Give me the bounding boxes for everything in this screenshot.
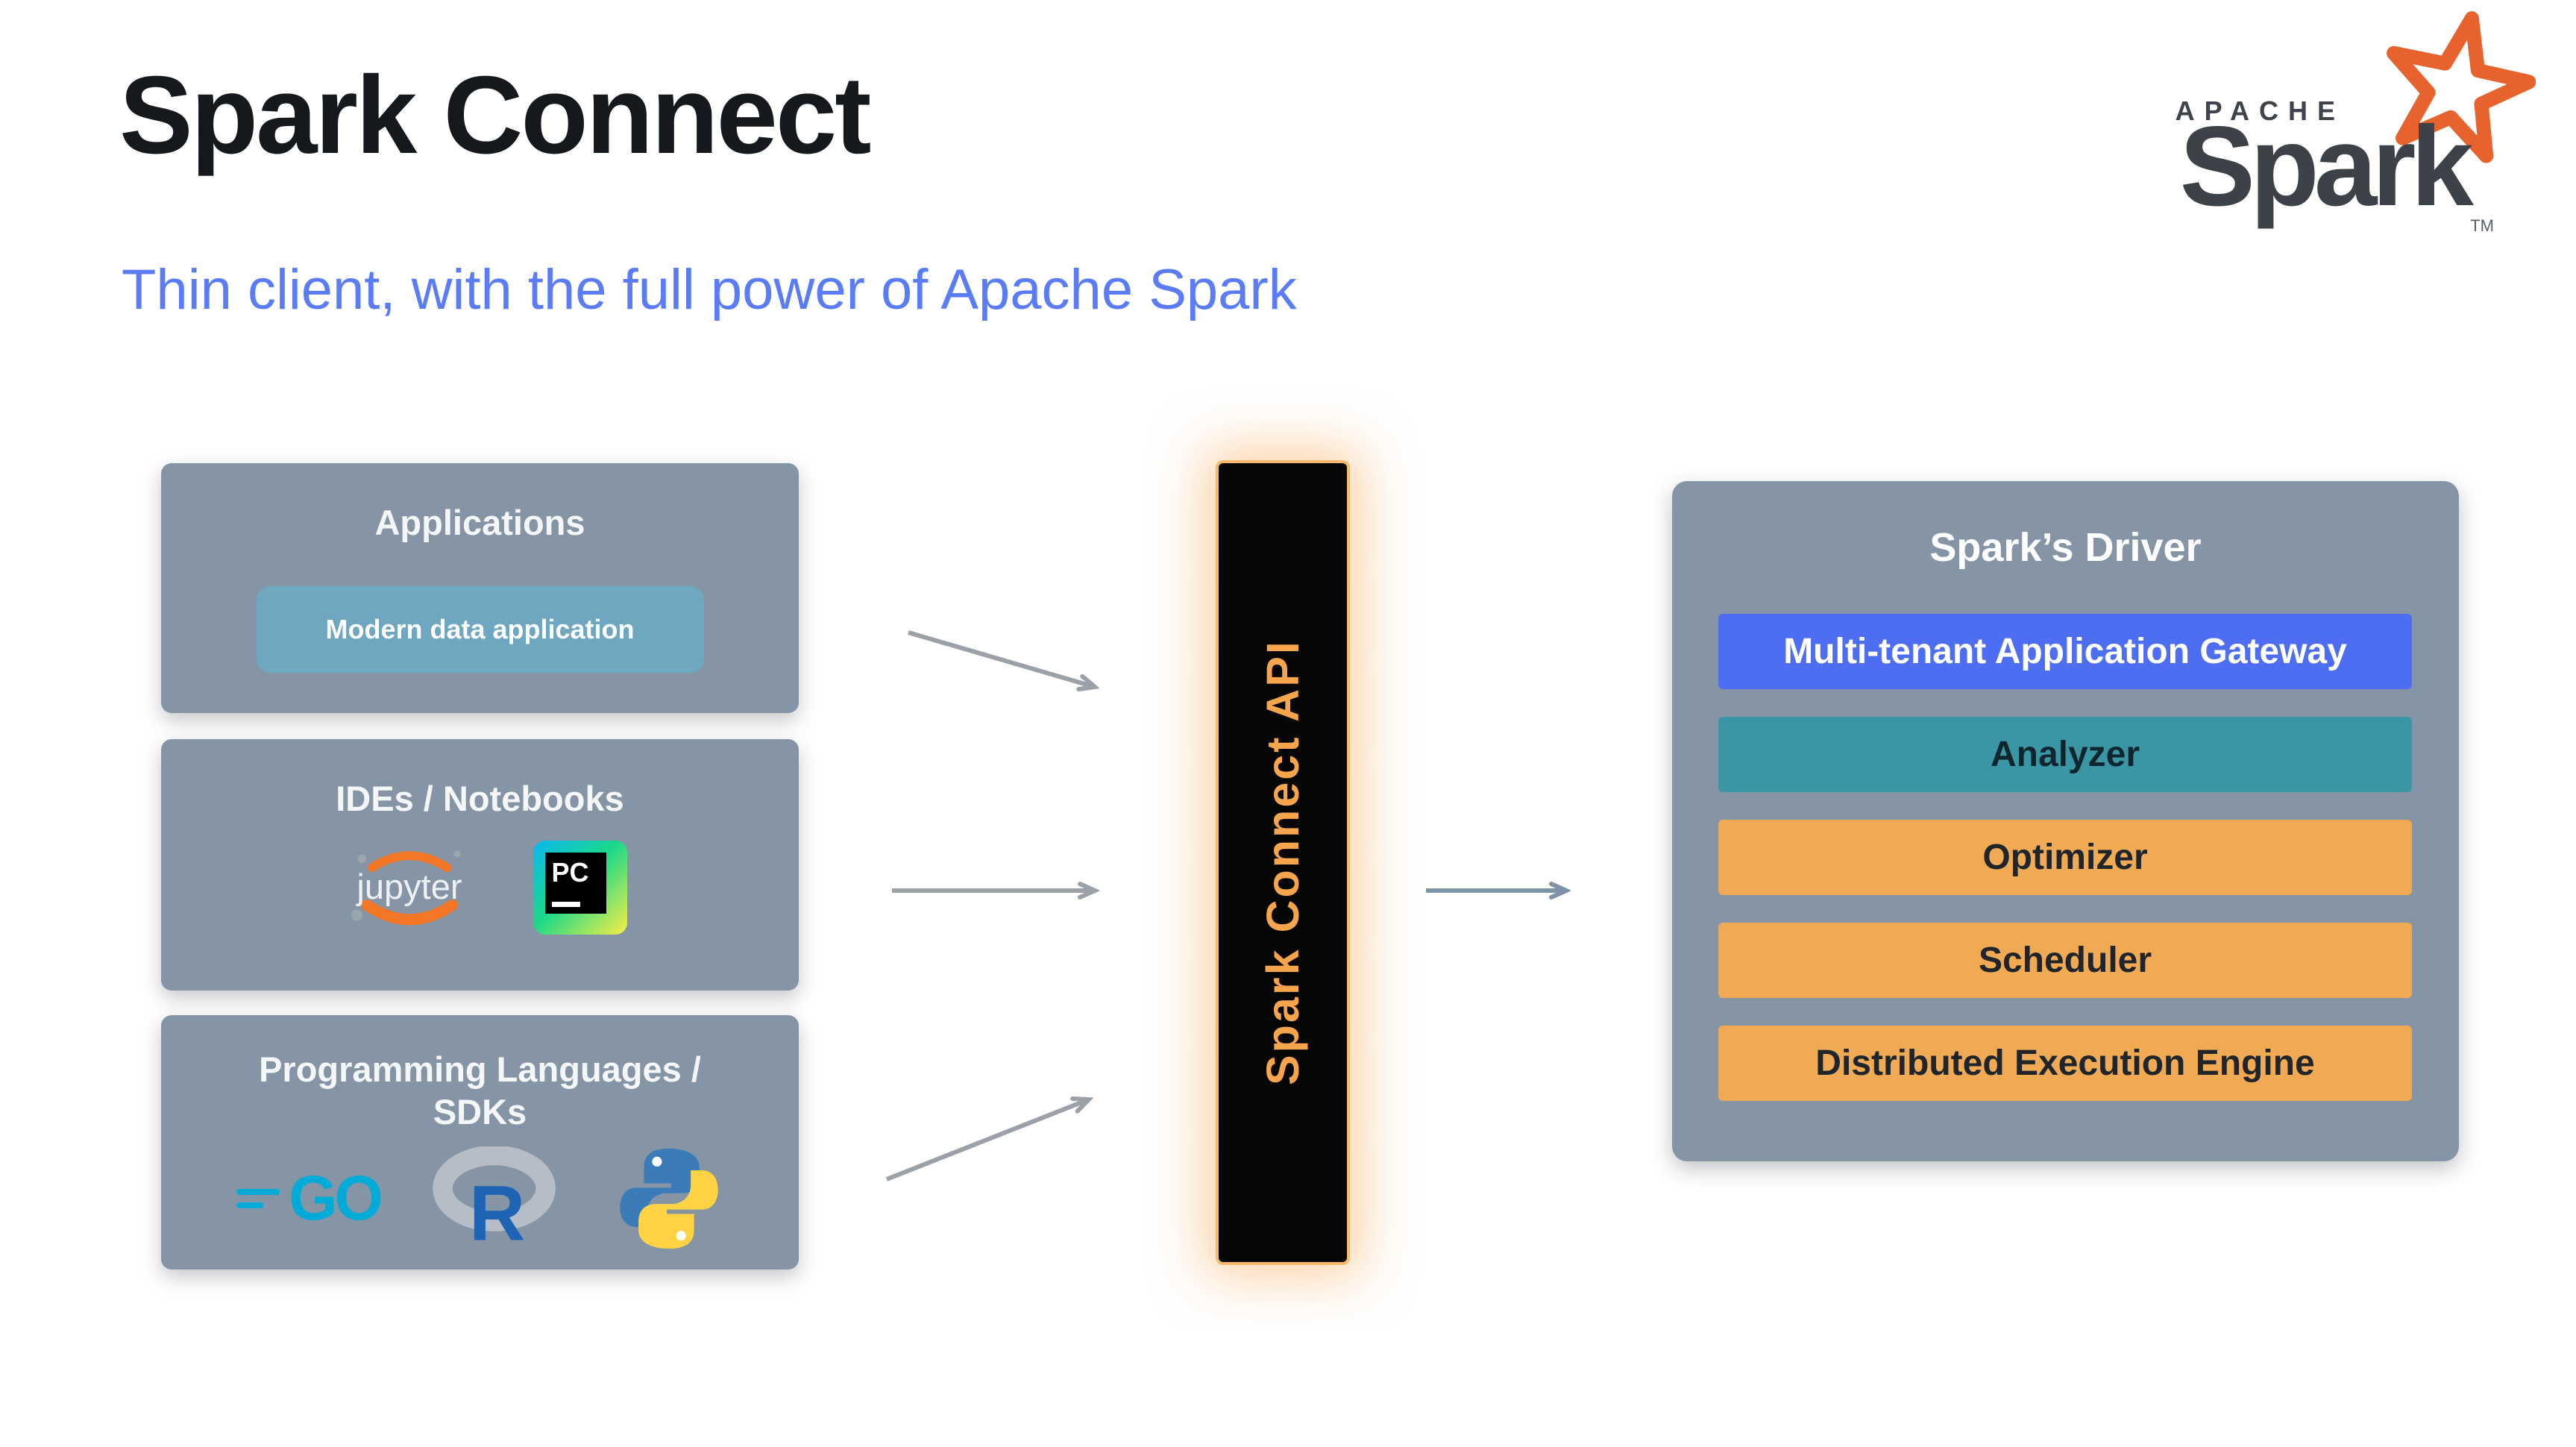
driver-row-analyzer: Analyzer <box>1718 717 2412 792</box>
pycharm-logo-icon: PC <box>533 841 627 935</box>
go-letters: GO <box>289 1163 383 1234</box>
spark-connect-api-bar: Spark Connect API <box>1219 463 1347 1262</box>
pycharm-inner-square: PC <box>544 853 606 914</box>
spark-connect-api-label: Spark Connect API <box>1257 639 1308 1086</box>
languages-title: Programming Languages / SDKs <box>161 1015 799 1134</box>
apache-spark-logo: APACHE Spark TM <box>2093 6 2540 245</box>
r-logo-icon: R <box>433 1146 556 1251</box>
trademark-label: TM <box>2470 216 2494 235</box>
jupyter-label: jupyter <box>355 867 462 906</box>
languages-box: Programming Languages / SDKs GO R <box>161 1015 799 1269</box>
apache-label: APACHE <box>2175 95 2345 126</box>
spark-driver-box: Spark’s Driver Multi-tenant Application … <box>1672 481 2459 1161</box>
python-logo-icon <box>620 1148 718 1249</box>
driver-row-execution-engine: Distributed Execution Engine <box>1718 1026 2412 1101</box>
ides-notebooks-box: IDEs / Notebooks jupyter PC <box>161 739 799 991</box>
spark-star-icon <box>2387 11 2536 163</box>
page-title: Spark Connect <box>119 54 871 177</box>
jupyter-logo-icon: jupyter <box>351 850 462 926</box>
applications-box: Applications Modern data application <box>161 463 799 713</box>
pycharm-underline <box>551 902 580 907</box>
modern-data-application-chip: Modern data application <box>256 586 704 673</box>
applications-title: Applications <box>374 503 585 542</box>
ides-logos-row: jupyter PC <box>161 825 799 950</box>
languages-logos-row: GO R <box>161 1144 799 1253</box>
spark-wordmark: Spark <box>2179 103 2474 230</box>
driver-row-optimizer: Optimizer <box>1718 820 2412 895</box>
go-logo-icon: GO <box>236 1162 383 1234</box>
driver-row-scheduler: Scheduler <box>1718 923 2412 998</box>
ides-notebooks-title: IDEs / Notebooks <box>336 779 624 818</box>
languages-title-line1: Programming Languages / <box>259 1049 701 1089</box>
driver-row-gateway: Multi-tenant Application Gateway <box>1718 614 2412 689</box>
languages-title-line2: SDKs <box>433 1092 527 1132</box>
arrow-applications-to-api <box>908 630 1095 687</box>
page-subtitle: Thin client, with the full power of Apac… <box>122 258 1297 321</box>
r-letter: R <box>469 1170 525 1251</box>
pycharm-letters: PC <box>551 857 589 888</box>
spark-driver-rows: Multi-tenant Application Gateway Analyze… <box>1718 614 2412 1101</box>
go-speed-lines <box>236 1181 280 1216</box>
spark-driver-title: Spark’s Driver <box>1929 525 2202 570</box>
arrow-languages-to-api <box>885 1099 1089 1181</box>
